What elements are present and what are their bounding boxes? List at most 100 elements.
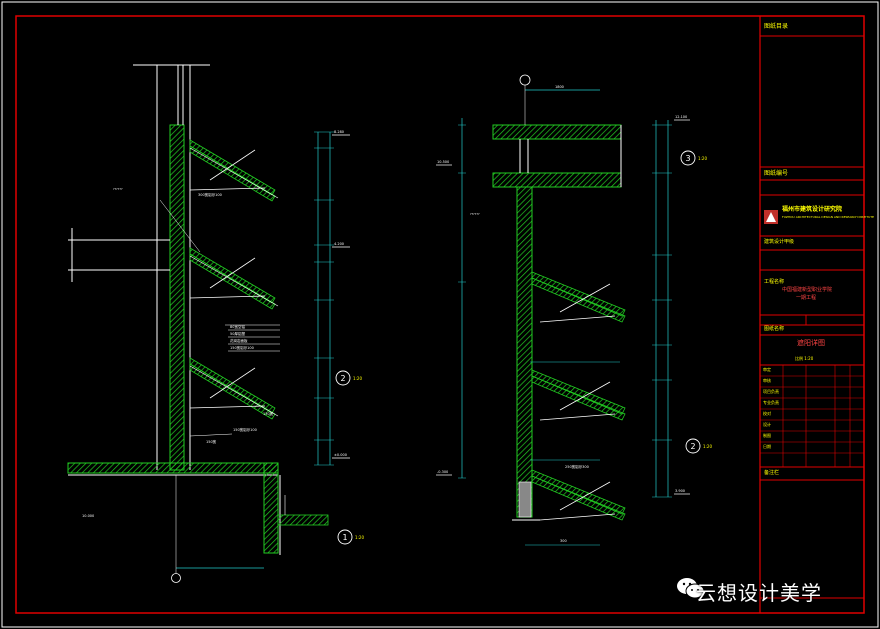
louvre-blade	[531, 375, 626, 421]
column-hatch	[169, 124, 185, 471]
tb-notes-label: 备注栏	[764, 470, 780, 476]
louvre-brace	[539, 413, 616, 421]
louvre-blade	[531, 475, 626, 521]
elev-text: -0.300	[437, 470, 448, 474]
louvre-blade	[531, 277, 626, 323]
drawing-border	[15, 15, 865, 614]
base-block	[518, 481, 532, 518]
elev-text: ±0.000	[334, 453, 347, 457]
louvre-brace	[539, 513, 616, 521]
sign-row-label: 专业负责	[763, 400, 779, 405]
note-text: 130宽	[263, 411, 274, 416]
title-block-lines	[760, 35, 864, 599]
louvre-blade	[189, 253, 276, 310]
sign-table	[760, 365, 864, 467]
section-mark-scale: 1:20	[698, 156, 707, 161]
section-mark-num: 3	[686, 154, 691, 163]
grid-bubble	[171, 573, 181, 583]
louvre-group-right	[531, 469, 626, 521]
louvre-edge	[189, 255, 279, 307]
note-text: 50厚铝塑	[230, 331, 245, 336]
louvre-blade	[189, 247, 276, 304]
tb-cert: 建筑设计甲级	[764, 239, 795, 245]
louvre-strut	[559, 283, 611, 313]
section-mark-circle	[337, 529, 353, 545]
louvre-strut	[559, 481, 611, 511]
section-mark-scale: 1:20	[355, 535, 364, 540]
louvre-blade	[531, 469, 626, 515]
section-mark-circle	[335, 370, 351, 386]
louvre-blade	[531, 271, 626, 317]
tb-sheet-title: 遮阳详图	[797, 339, 825, 347]
section-mark-scale: 1:20	[353, 376, 362, 381]
watermark-text: 云想设计美学	[696, 581, 822, 605]
tb-company-cn: 福州市建筑设计研究院	[782, 206, 843, 213]
louvre-group	[189, 247, 279, 310]
louvre-strut	[559, 381, 611, 411]
note-text: 花岗岩面板	[230, 338, 248, 343]
tb-project-sub: 一期工程	[796, 295, 817, 301]
louvre-group	[189, 139, 279, 202]
sign-row-label: 审核	[763, 378, 771, 383]
note-text: 300宽铝@100	[198, 192, 222, 197]
section-mark-num: 1	[343, 533, 348, 542]
elev-text: 10.500	[437, 160, 449, 164]
note-text: 150宽铝@100	[230, 345, 254, 350]
right-wall	[516, 186, 533, 518]
note-text: ??????	[470, 212, 480, 216]
floor-slab	[67, 462, 279, 474]
louvre-group	[189, 357, 279, 420]
side-note: ??????	[113, 187, 123, 191]
note-text: 150宽铝@100	[233, 427, 257, 432]
wall-hatch	[263, 462, 279, 554]
louvre-edge	[189, 365, 279, 417]
louvre-brace	[539, 315, 616, 323]
louvre-brace	[189, 405, 266, 409]
sign-row-label: 校对	[763, 411, 771, 416]
louvre-strut	[209, 257, 256, 289]
elev-text: 4.200	[334, 242, 344, 246]
tb-scale: 比例 1:20	[795, 356, 814, 361]
note-text: 80宽空铝	[230, 324, 245, 329]
louvre-blade	[189, 139, 276, 196]
section-mark-scale: 1:20	[703, 444, 712, 449]
leader	[189, 433, 233, 437]
leader	[159, 199, 201, 253]
tb-project-name: 中国福建新型职业学院	[782, 287, 833, 293]
louvre-blade	[531, 369, 626, 415]
dim-text: 300	[560, 539, 567, 543]
sign-row-label: 项目负责	[763, 389, 779, 394]
tb-project-name-label: 工程名称	[764, 279, 785, 285]
sign-row-label: 设计	[763, 422, 771, 427]
elev-text: 12.100	[675, 115, 687, 119]
tb-project-label: 图纸编号	[764, 170, 789, 177]
roof-slab	[492, 124, 622, 140]
section-mark-num: 2	[341, 374, 346, 383]
tb-header: 图纸目录	[764, 23, 789, 30]
louvre-blade	[189, 357, 276, 414]
louvre-brace	[189, 295, 266, 299]
section-mark-num: 2	[691, 442, 696, 451]
tb-sheet-label: 图纸名称	[764, 326, 785, 332]
side-note: 10.000	[82, 514, 94, 518]
floor-slab-upper	[492, 172, 622, 188]
right-section: 12.10010.500-0.3003.9001800250宽铝@300300?…	[436, 74, 690, 546]
louvre-blade	[189, 363, 276, 420]
louvre-group-right	[531, 271, 626, 323]
sign-row-label: 审定	[763, 367, 771, 372]
section-mark-circle	[680, 150, 696, 166]
elev-text: 8.280	[334, 130, 344, 134]
sign-row-label: 制图	[763, 433, 771, 438]
foundation	[277, 514, 329, 526]
grid-bubble-right	[519, 74, 531, 86]
wechat-icon	[677, 578, 705, 599]
note-text: 150宽	[206, 439, 217, 444]
tb-company-en: FUZHOU ARCHITECTURAL DESIGN AND RESEARCH…	[782, 215, 875, 219]
section-mark-circle	[685, 438, 701, 454]
elev-text: 3.900	[675, 489, 685, 493]
louvre-brace	[189, 187, 266, 191]
louvre-group-right	[531, 369, 626, 421]
